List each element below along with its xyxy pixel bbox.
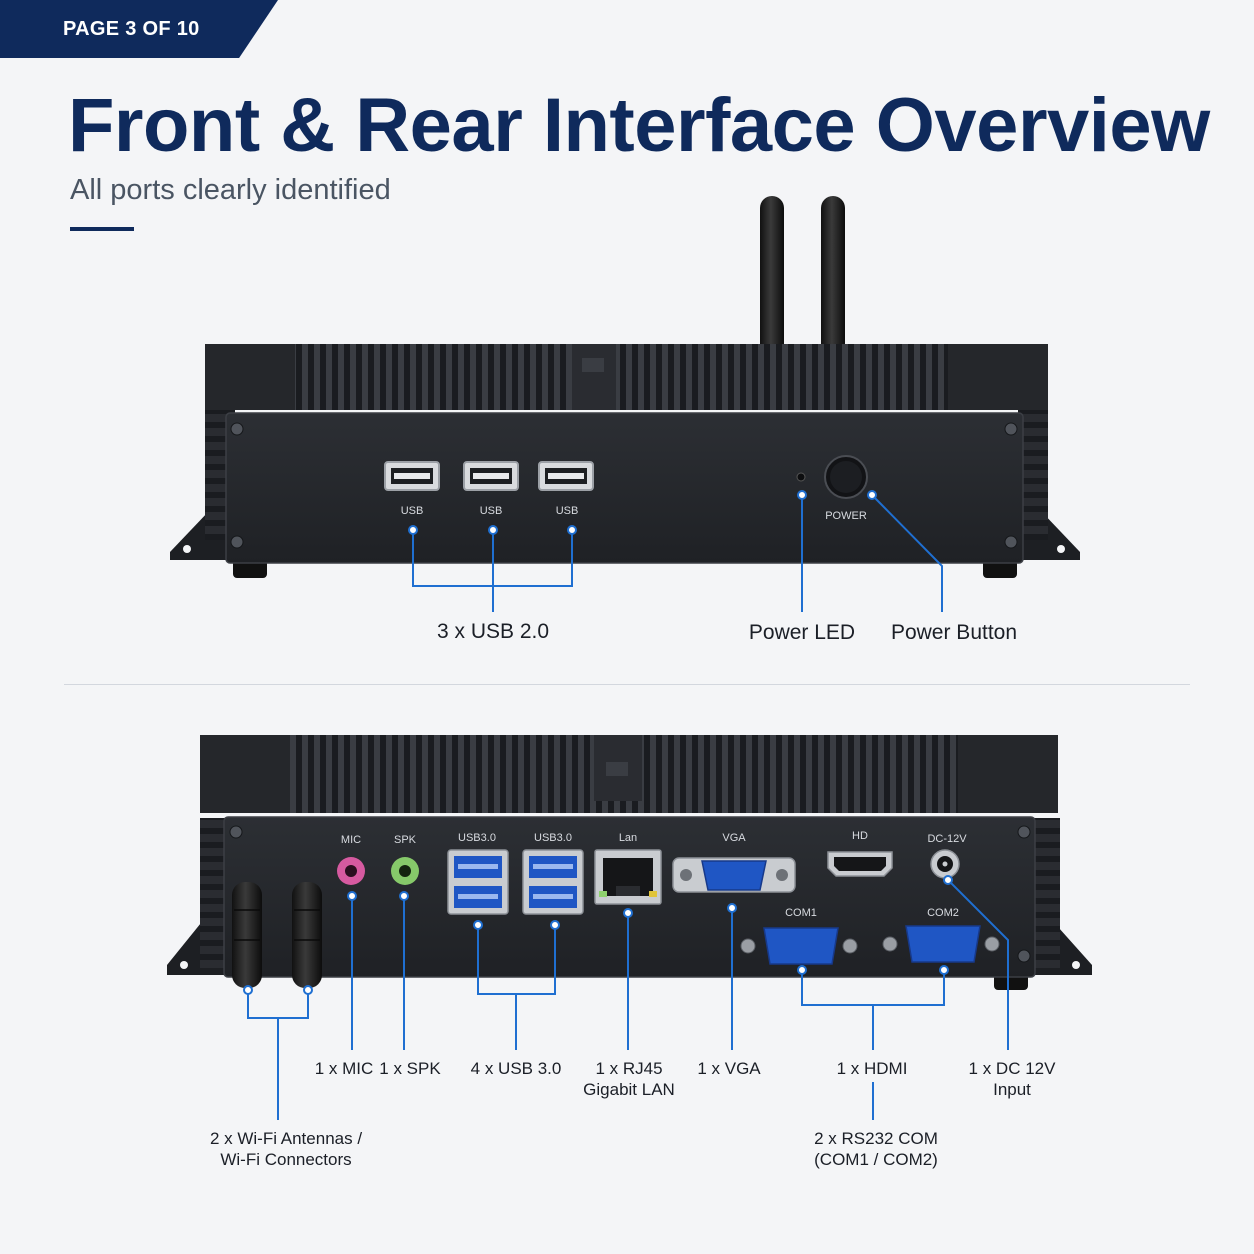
- com2-port-label: COM2: [927, 907, 959, 919]
- hdmi-port: HD: [827, 830, 893, 877]
- rear-unit: MIC SPK USB3.0 USB3.0 Lan: [167, 735, 1092, 990]
- callout-hdmi: 1 x HDMI: [836, 1059, 908, 1078]
- callout-usb2: 3 x USB 2.0: [436, 620, 550, 643]
- page-title: Front & Rear Interface Overview: [68, 83, 1210, 168]
- mic-port-label: MIC: [341, 834, 361, 846]
- lan-port-label: Lan: [619, 832, 637, 844]
- hd-port-label: HD: [852, 830, 868, 842]
- callout-vga: 1 x VGA: [697, 1059, 761, 1078]
- callout-rj45-line1: 1 x RJ45: [595, 1059, 663, 1078]
- audio-ports: MIC SPK: [337, 834, 419, 885]
- wifi-antenna-stub-left: [232, 882, 262, 988]
- wifi-antenna-stubs: [232, 882, 322, 988]
- dc-port-label: DC-12V: [927, 833, 967, 845]
- title-underline: [70, 227, 134, 231]
- spk-port-label: SPK: [394, 834, 417, 846]
- rear-callout-lines: [247, 879, 1009, 1120]
- usb-port-label-1: USB: [401, 505, 424, 517]
- usb-port-3: [538, 461, 594, 491]
- antenna-right: [821, 196, 845, 356]
- callout-rj45-line2: Gigabit LAN: [583, 1080, 675, 1100]
- vga-port: VGA: [672, 832, 796, 893]
- front-callout-lines: [412, 494, 943, 612]
- front-usb-ports: USB USB USB: [384, 461, 594, 517]
- usb-port-1: [384, 461, 440, 491]
- callout-com-line1: 2 x RS232 COM: [814, 1129, 938, 1148]
- rj45-port: Lan: [594, 832, 662, 905]
- callout-dc-line1: 1 x DC 12V: [968, 1059, 1056, 1078]
- front-heatsink-fins: [205, 344, 1048, 410]
- callout-spk: 1 x SPK: [379, 1059, 441, 1078]
- callout-dc: 1 x DC 12V Input: [960, 1058, 1064, 1101]
- page-indicator-badge: PAGE 3 OF 10: [0, 0, 278, 58]
- front-unit: USB USB USB POWER: [170, 196, 1080, 578]
- callout-com: 2 x RS232 COM (COM1 / COM2): [806, 1128, 946, 1171]
- dc-jack: DC-12V: [927, 833, 967, 879]
- section-divider: [64, 684, 1190, 685]
- callout-power-button: Power Button: [890, 621, 1018, 644]
- callout-wifi-line2: Wi-Fi Connectors: [220, 1150, 352, 1170]
- usb-port-2: [463, 461, 519, 491]
- power-led: [796, 472, 806, 482]
- com-ports: COM1 COM2: [740, 907, 1000, 965]
- power-button-label: POWER: [825, 510, 867, 522]
- antenna-left: [760, 196, 784, 356]
- page-indicator: PAGE 3 OF 10: [63, 18, 200, 40]
- usb3-label-b: USB3.0: [534, 832, 572, 844]
- callout-rj45: 1 x RJ45 Gigabit LAN: [573, 1058, 685, 1101]
- usb3-label-a: USB3.0: [458, 832, 496, 844]
- callout-dc-line2: Input: [993, 1080, 1031, 1100]
- usb3-ports: USB3.0 USB3.0: [447, 832, 584, 915]
- usb-port-label-3: USB: [556, 505, 579, 517]
- callout-wifi-line1: 2 x Wi-Fi Antennas /: [209, 1129, 363, 1148]
- wifi-antenna-stub-right: [292, 882, 322, 988]
- com1-port-label: COM1: [785, 907, 817, 919]
- page-subtitle: All ports clearly identified: [70, 174, 391, 206]
- usb-port-label-2: USB: [480, 505, 503, 517]
- front-panel: [225, 412, 1024, 564]
- vga-port-label: VGA: [722, 832, 746, 844]
- callout-wifi: 2 x Wi-Fi Antennas / Wi-Fi Connectors: [196, 1128, 376, 1171]
- callout-usb3: 4 x USB 3.0: [470, 1059, 562, 1078]
- callout-power-led: Power LED: [748, 621, 856, 644]
- callout-com-line2: (COM1 / COM2): [814, 1150, 938, 1170]
- callout-mic: 1 x MIC: [314, 1059, 374, 1078]
